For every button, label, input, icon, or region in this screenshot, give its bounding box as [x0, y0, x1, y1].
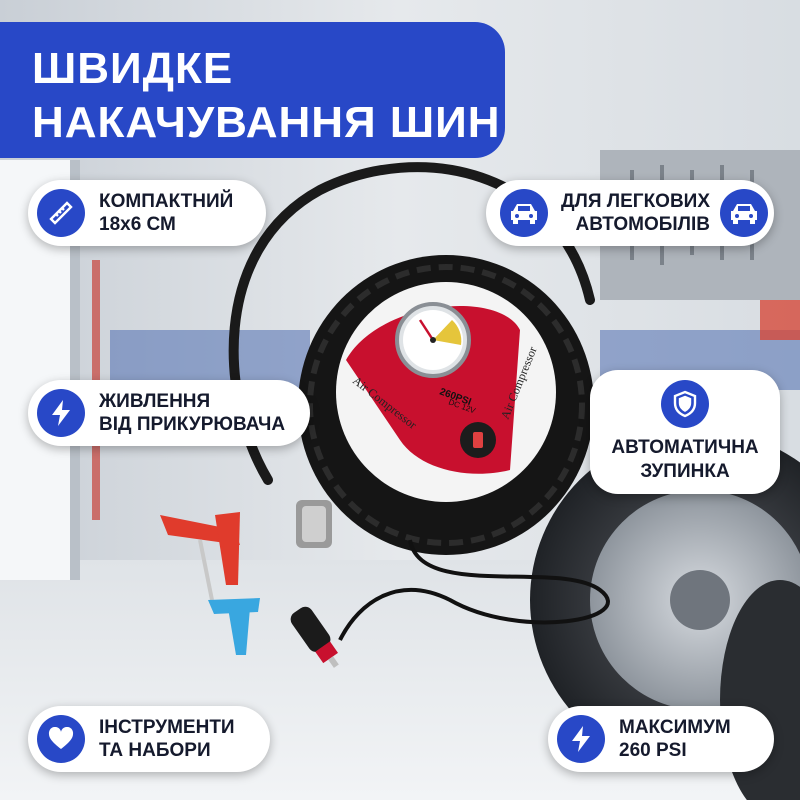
lightning-icon — [557, 715, 605, 763]
title-line-1: ШВИДКЕ — [32, 44, 234, 93]
feature-badge-max-pressure: МАКСИМУМ 260 PSI — [548, 706, 774, 772]
title-line-2: НАКАЧУВАННЯ ШИН — [32, 98, 501, 147]
feature-power-line2: ВІД ПРИКУРЮВАЧА — [99, 414, 286, 435]
feature-compact-line2: 18х6 СМ — [99, 214, 176, 235]
feature-tools-line2: ТА НАБОРИ — [99, 740, 211, 761]
feature-tools-line1: ІНСТРУМЕНТИ — [99, 717, 235, 738]
shield-icon — [661, 380, 709, 428]
feature-compact-line1: КОМПАКТНИЙ — [99, 191, 234, 212]
feature-cars-line1: ДЛЯ ЛЕГКОВИХ — [561, 191, 711, 212]
feature-badge-cars: ДЛЯ ЛЕГКОВИХ АВТОМОБІЛІВ — [486, 180, 774, 246]
ruler-icon — [37, 189, 85, 237]
feature-power-line1: ЖИВЛЕННЯ — [99, 391, 211, 412]
feature-max-pressure-line2: 260 PSI — [619, 740, 687, 761]
feature-auto-stop-line1: АВТОМАТИЧНА — [611, 437, 759, 458]
car-icon — [500, 189, 548, 237]
feature-badge-tools: ІНСТРУМЕНТИ ТА НАБОРИ — [28, 706, 270, 772]
feature-max-pressure-line1: МАКСИМУМ — [619, 717, 731, 738]
feature-badge-compact: КОМПАКТНИЙ 18х6 СМ — [28, 180, 266, 246]
car-icon — [720, 189, 769, 237]
feature-cars-line2: АВТОМОБІЛІВ — [575, 214, 711, 235]
title-banner: ШВИДКЕ НАКАЧУВАННЯ ШИН — [0, 22, 505, 158]
feature-badge-auto-stop: АВТОМАТИЧНА ЗУПИНКА — [590, 370, 780, 494]
lightning-icon — [37, 389, 85, 437]
heart-icon — [37, 715, 85, 763]
feature-auto-stop-line2: ЗУПИНКА — [640, 461, 730, 482]
feature-badge-power: ЖИВЛЕННЯ ВІД ПРИКУРЮВАЧА — [28, 380, 310, 446]
